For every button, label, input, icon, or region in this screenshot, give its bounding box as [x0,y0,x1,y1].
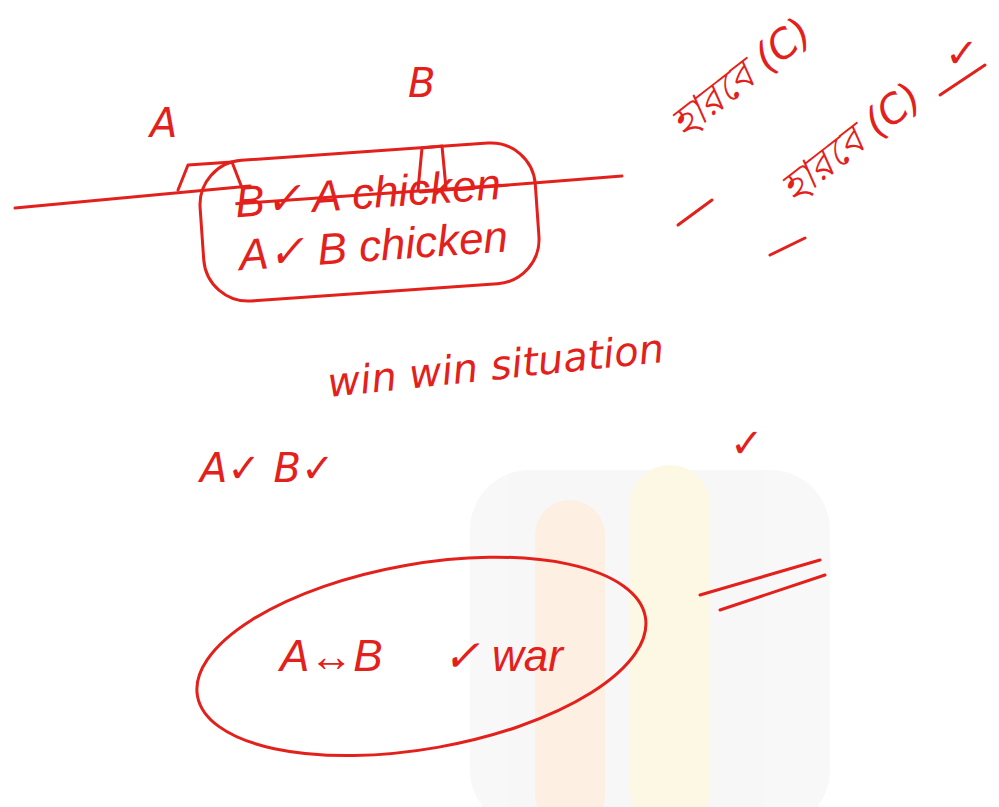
leader-line [678,200,712,225]
note: হারবে (C) [772,73,930,211]
note: win win situation [325,325,666,406]
ellipse-outline [181,526,661,787]
check-mark: ✓ [730,420,764,466]
encircled-group: B✓ A chickenA✓ B chicken [195,138,544,305]
block-name: B [408,60,435,106]
scribble [700,560,825,610]
block-name: A [150,100,177,146]
note: A✓ B✓ [200,445,335,491]
check-mark: ✓ [945,30,979,76]
ground-line [15,186,250,208]
block-a [178,162,242,190]
sketch-text: ✓ war [443,630,563,683]
leader-line [770,238,805,255]
sketch-text: A↔B [280,630,383,683]
note: হারবে (C) [662,8,820,146]
encircled-group: A↔B ✓ war [190,560,653,753]
ellipse-outline [190,560,653,753]
